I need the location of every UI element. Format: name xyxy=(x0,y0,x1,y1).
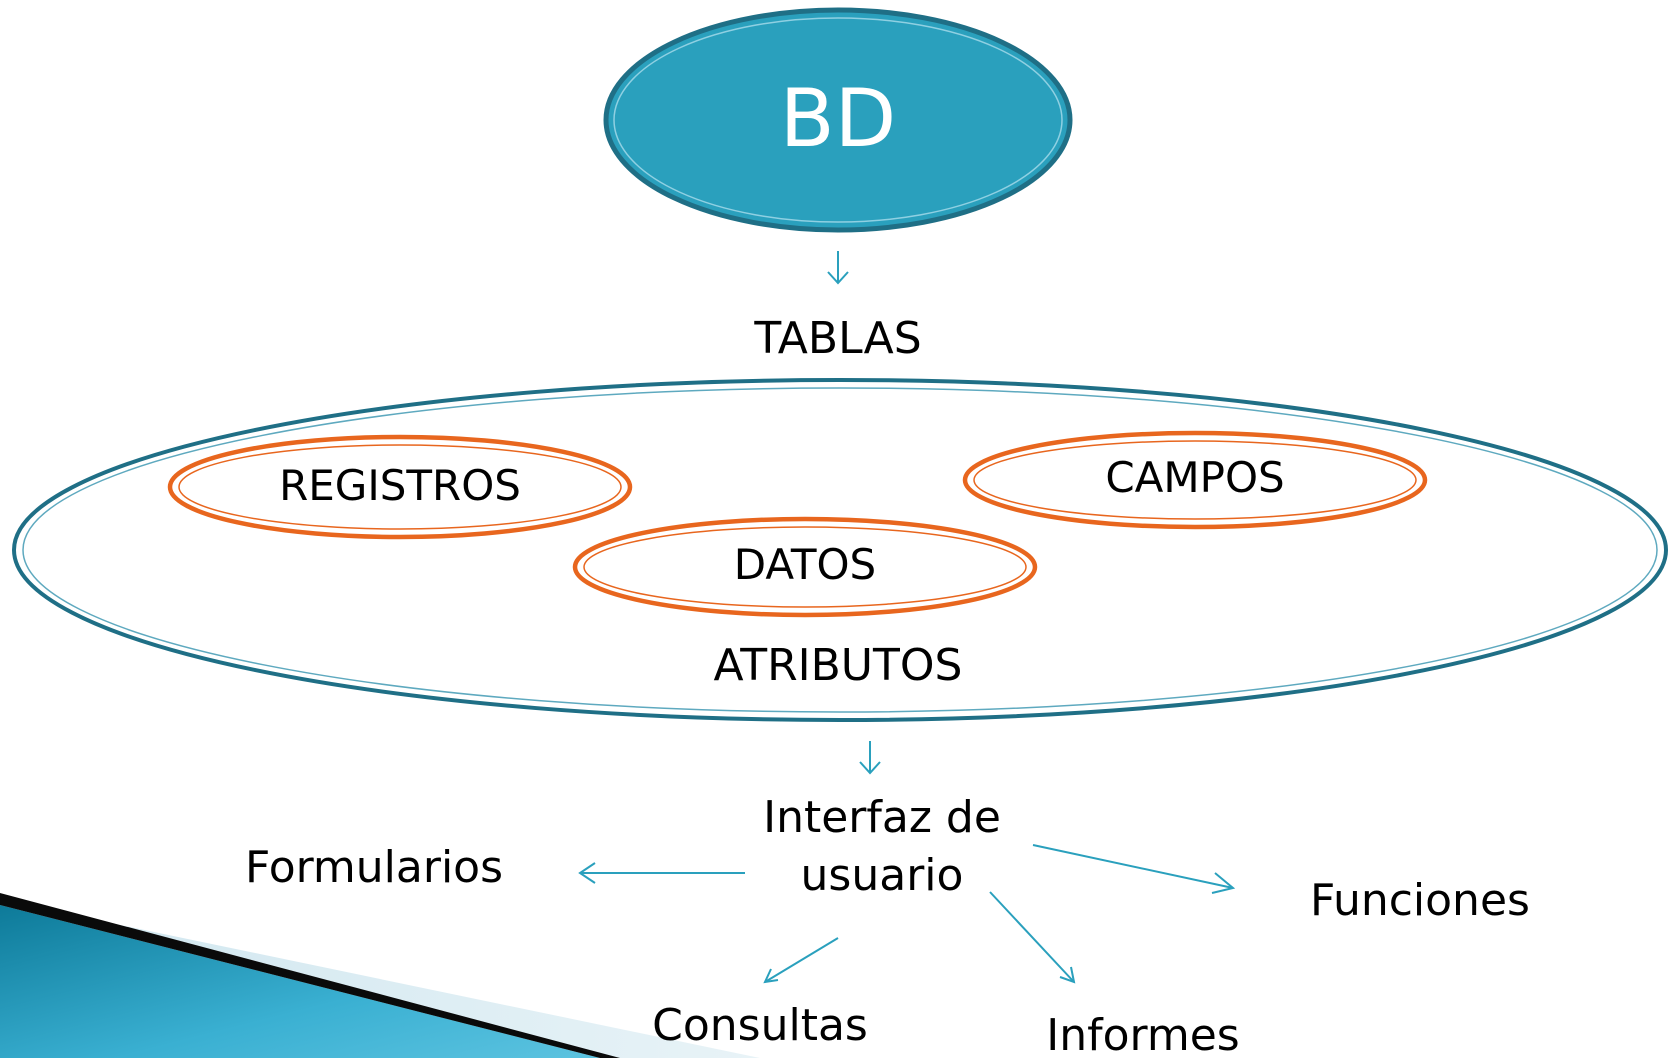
formularios-label: Formularios xyxy=(245,842,503,893)
funciones-label: Funciones xyxy=(1310,875,1530,926)
interface-label-line2: usuario xyxy=(801,850,964,901)
arrow-to-informes xyxy=(989,891,1076,984)
arrow-group-to-interface xyxy=(859,741,881,775)
root-ellipse xyxy=(603,7,1073,233)
datos-label: DATOS xyxy=(734,540,876,589)
arrow-root-to-tables xyxy=(827,251,849,285)
informes-label: Informes xyxy=(1046,1010,1239,1058)
tables-label: TABLAS xyxy=(753,313,921,364)
tables-group xyxy=(12,378,1668,722)
registros-label: REGISTROS xyxy=(279,461,521,510)
tables-group-ellipse-inner-line xyxy=(22,387,1658,713)
campos-label: CAMPOS xyxy=(1105,453,1284,502)
root-ellipse-inner-line xyxy=(613,17,1063,223)
corner-decoration xyxy=(0,893,760,1058)
group-item-registros: REGISTROS xyxy=(167,434,633,540)
arrow-to-funciones xyxy=(1032,844,1236,894)
group-item-datos: DATOS xyxy=(572,516,1038,618)
consultas-label: Consultas xyxy=(652,1000,868,1051)
atributos-label: ATRIBUTOS xyxy=(714,640,963,691)
arrow-to-consultas xyxy=(763,937,839,984)
interface-label-line1: Interfaz de xyxy=(763,792,1001,843)
corner-black-stripe xyxy=(0,893,620,1058)
tables-group-ellipse xyxy=(12,378,1668,722)
root-label: BD xyxy=(780,72,896,165)
arrow-to-formularios xyxy=(578,862,745,884)
group-item-campos: CAMPOS xyxy=(962,430,1428,530)
root-node: BD xyxy=(603,7,1073,233)
